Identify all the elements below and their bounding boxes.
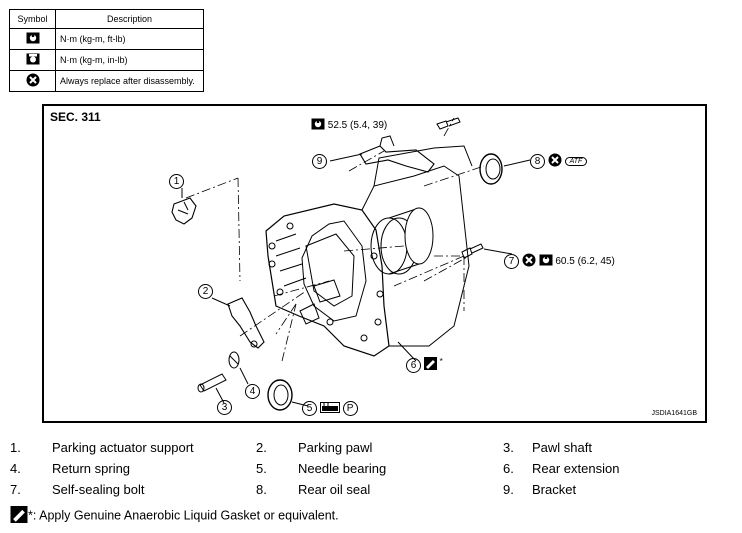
callout-1: 1 [169, 174, 184, 189]
torque-callout-bracket-bolt: 52.5 (5.4, 39) [311, 118, 387, 133]
callout-number: 3 [217, 400, 232, 415]
liquid-gasket-icon [423, 357, 437, 373]
legend-header-row: Symbol Description [9, 9, 204, 29]
part-number: 8. [256, 482, 267, 497]
part-label: Parking pawl [298, 440, 373, 455]
replace-x-icon [548, 153, 562, 170]
transfer-parts-illustration [171, 117, 531, 411]
torque-value-9: 52.5 (5.4, 39) [327, 120, 388, 132]
torque-wrench-icon [539, 254, 553, 269]
torque-wrench-icon [311, 118, 325, 133]
part-label: Rear oil seal [298, 482, 371, 497]
part-number: 3. [503, 440, 514, 455]
callout-2: 2 [198, 284, 213, 299]
callout-4: 4 [245, 384, 260, 399]
callout-8: 8 ATF [530, 153, 588, 170]
part-label: Parking actuator support [52, 440, 194, 455]
section-label: SEC. 311 [50, 110, 101, 124]
symbol-legend-table: Symbol Description N·m (kg-m, ft-lb) N·m… [9, 9, 204, 92]
legend-row: N·m (kg-m, ft-lb) [9, 28, 204, 50]
part-label: Return spring [52, 461, 131, 476]
legend-row-text: Always replace after disassembly. [55, 70, 204, 92]
asterisk-mark: * [439, 357, 443, 366]
part-label: Rear extension [532, 461, 620, 476]
grease-icon [319, 401, 340, 416]
callout-5: 5 P [302, 401, 358, 416]
footnote-text: *: Apply Genuine Anaerobic Liquid Gasket… [28, 508, 339, 523]
part-number: 6. [503, 461, 514, 476]
legend-row-text: N·m (kg-m, ft-lb) [55, 28, 204, 50]
part-number: 4. [10, 461, 21, 476]
callout-number: 6 [406, 357, 421, 373]
torque-value-7: 60.5 (6.2, 45) [555, 256, 615, 268]
part-number: 7. [10, 482, 21, 497]
torque-wrench-inlb-icon [26, 53, 40, 67]
figure-id: JSDIA1641GB [651, 410, 697, 417]
part-number: 5. [256, 461, 267, 476]
part-label: Needle bearing [298, 461, 387, 476]
part-label: Bracket [532, 482, 577, 497]
part-number: 9. [503, 482, 514, 497]
callout-6: 6 * [406, 357, 443, 373]
callout-number: 1 [169, 174, 184, 189]
part-number: 1. [10, 440, 21, 455]
legend-row-text: N·m (kg-m, in-lb) [55, 49, 204, 71]
callout-3: 3 [217, 400, 232, 415]
torque-wrench-icon [26, 32, 40, 46]
part-label: Self-sealing bolt [52, 482, 145, 497]
legend-row: Always replace after disassembly. [9, 70, 204, 92]
callout-number: 4 [245, 384, 260, 399]
legend-row: N·m (kg-m, in-lb) [9, 49, 204, 71]
exploded-view-diagram: SEC. 311 [42, 104, 707, 423]
liquid-gasket-icon [10, 506, 28, 526]
atf-badge: ATF [564, 157, 588, 166]
part-number: 2. [256, 440, 267, 455]
replace-x-icon [26, 73, 40, 89]
callout-9: 9 [312, 154, 327, 169]
legend-description-header: Description [55, 9, 204, 29]
replace-x-icon [522, 253, 536, 270]
part-label: Pawl shaft [532, 440, 592, 455]
callout-number: 9 [312, 154, 327, 169]
petroleum-jelly-symbol: P [342, 401, 358, 416]
callout-number: 8 [530, 154, 545, 169]
callout-number: 5 [302, 401, 317, 416]
legend-symbol-header: Symbol [9, 9, 56, 29]
callout-7: 7 60.5 (6.2, 45) [504, 253, 615, 270]
callout-number: 7 [504, 254, 519, 269]
callout-number: 2 [198, 284, 213, 299]
footnote: *: Apply Genuine Anaerobic Liquid Gasket… [10, 506, 339, 526]
